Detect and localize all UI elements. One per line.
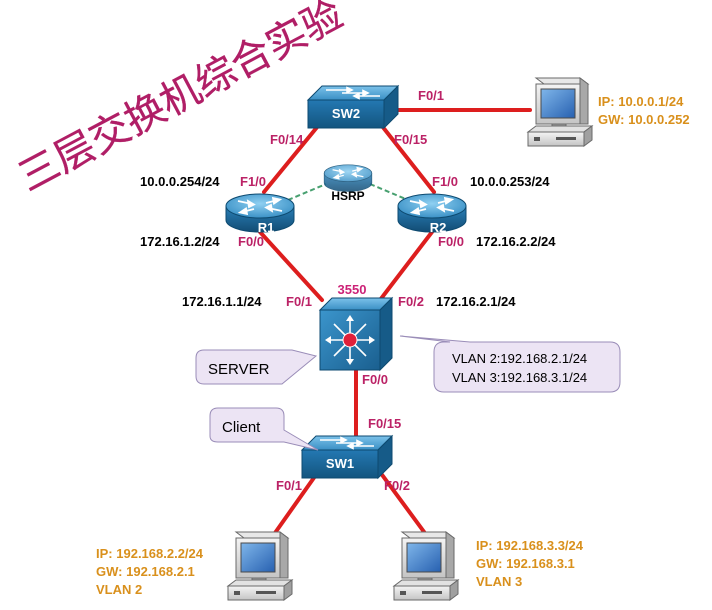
sw2-label: SW2 bbox=[332, 106, 360, 121]
pc-left-ip: IP: 192.168.2.2/24 bbox=[96, 546, 204, 561]
addr-l3-f02: 172.16.2.1/24 bbox=[436, 294, 516, 309]
pc-left[interactable] bbox=[227, 531, 293, 601]
pc-left-gw: GW: 192.168.2.1 bbox=[96, 564, 195, 579]
router-hsrp bbox=[323, 164, 373, 193]
diagram-title: 三层交换机综合实验 bbox=[11, 0, 351, 201]
port-r1-f10: F1/0 bbox=[240, 174, 266, 189]
addr-r2-f10: 10.0.0.253/24 bbox=[470, 174, 550, 189]
callout-client: Client bbox=[209, 407, 319, 451]
port-l3-f02: F0/2 bbox=[398, 294, 424, 309]
port-labels: F0/1 F0/14 F0/15 F1/0 F1/0 F0/0 F0/0 F0/… bbox=[238, 88, 464, 493]
switch-sw2[interactable]: SW2 bbox=[307, 85, 399, 129]
link-sw1-pc-left bbox=[268, 470, 320, 542]
pc-top-gw: GW: 10.0.0.252 bbox=[598, 112, 690, 127]
switch-sw1[interactable]: SW1 bbox=[301, 435, 393, 479]
l3-switch-3550[interactable] bbox=[318, 296, 394, 372]
r2-label: R2 bbox=[430, 220, 447, 235]
port-sw1-f015: F0/15 bbox=[368, 416, 401, 431]
l3-switch-label: 3550 bbox=[338, 282, 367, 297]
callout-vlan3: VLAN 3:192.168.3.1/24 bbox=[452, 370, 587, 385]
addr-r1-f00: 172.16.1.2/24 bbox=[140, 234, 220, 249]
link-r1-l3 bbox=[258, 230, 324, 302]
title-text: 三层交换机综合实验 bbox=[11, 0, 350, 201]
port-sw2-f014: F0/14 bbox=[270, 132, 304, 147]
link-sw2-r1 bbox=[262, 124, 320, 194]
port-r2-f00: F0/0 bbox=[438, 234, 464, 249]
port-sw2-f01: F0/1 bbox=[418, 88, 444, 103]
links bbox=[258, 108, 532, 542]
pc-right-gw: GW: 192.168.3.1 bbox=[476, 556, 575, 571]
sw1-label: SW1 bbox=[326, 456, 354, 471]
pc-left-vlan: VLAN 2 bbox=[96, 582, 142, 597]
addr-r2-f00: 172.16.2.2/24 bbox=[476, 234, 556, 249]
link-sw2-r2 bbox=[380, 124, 436, 194]
callout-vlans: VLAN 2:192.168.2.1/24 VLAN 3:192.168.3.1… bbox=[399, 335, 621, 393]
address-labels: 10.0.0.254/24 10.0.0.253/24 172.16.1.2/2… bbox=[140, 174, 556, 309]
port-r1-f00: F0/0 bbox=[238, 234, 264, 249]
callout-vlan2: VLAN 2:192.168.2.1/24 bbox=[452, 351, 587, 366]
port-l3-f01: F0/1 bbox=[286, 294, 312, 309]
callout-client-text: Client bbox=[222, 419, 261, 436]
router-r2[interactable]: R2 bbox=[397, 193, 467, 235]
port-sw1-f02: F0/2 bbox=[384, 478, 410, 493]
port-sw1-f01: F0/1 bbox=[276, 478, 302, 493]
port-r2-f10: F1/0 bbox=[432, 174, 458, 189]
router-r1[interactable]: R1 bbox=[225, 193, 295, 235]
link-sw1-pc-right bbox=[378, 470, 432, 542]
link-r2-l3 bbox=[378, 230, 434, 302]
port-sw2-f015: F0/15 bbox=[394, 132, 427, 147]
pc-info-labels: IP: 10.0.0.1/24 GW: 10.0.0.252 IP: 192.1… bbox=[96, 94, 690, 597]
callout-server-text: SERVER bbox=[208, 361, 270, 378]
pc-right-ip: IP: 192.168.3.3/24 bbox=[476, 538, 584, 553]
hsrp-links bbox=[287, 183, 409, 201]
pc-right-vlan: VLAN 3 bbox=[476, 574, 522, 589]
pc-top[interactable] bbox=[527, 77, 593, 147]
callout-server: SERVER bbox=[195, 349, 318, 385]
port-l3-f00: F0/0 bbox=[362, 372, 388, 387]
addr-r1-f10: 10.0.0.254/24 bbox=[140, 174, 220, 189]
pc-top-ip: IP: 10.0.0.1/24 bbox=[598, 94, 684, 109]
hsrp-label: HSRP bbox=[331, 189, 364, 203]
addr-l3-f01: 172.16.1.1/24 bbox=[182, 294, 262, 309]
r1-label: R1 bbox=[258, 220, 275, 235]
pc-right[interactable] bbox=[393, 531, 459, 601]
